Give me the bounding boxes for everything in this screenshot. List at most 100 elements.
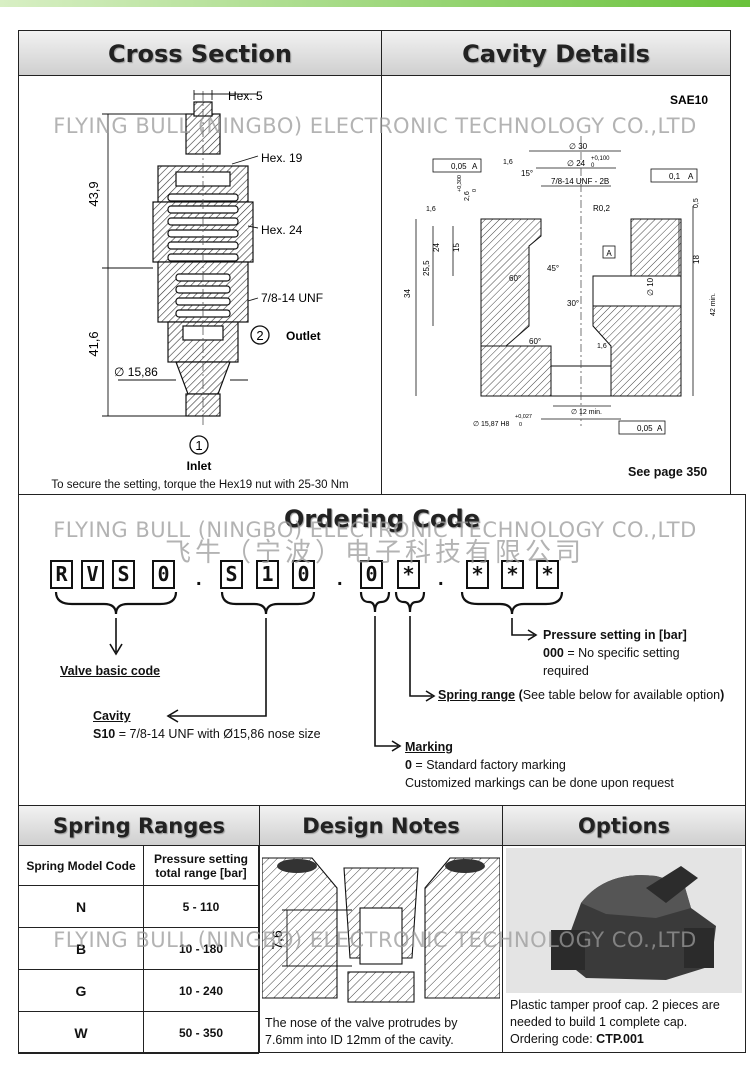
code-box-s10-1: 1 (256, 560, 279, 589)
dim-bottom-label: 41,6 (86, 331, 101, 356)
d05: 0,5 (693, 198, 700, 208)
code-box-0: 0 (152, 560, 175, 589)
cavity-desc: = 7/8-14 UNF with Ø15,86 nose size (115, 727, 321, 741)
d30: ∅ 30 (569, 142, 588, 151)
conc-tol: 0,05 (637, 424, 653, 433)
spring-range-row: Spring range (See table below for availa… (438, 688, 724, 702)
table-row: G 10 - 240 (18, 969, 259, 1012)
code-box-marking: 0 (360, 560, 383, 589)
perp-ref: A (688, 172, 694, 181)
flat-ref: A (472, 162, 478, 171)
design-dim-label: 7,6 (269, 930, 285, 950)
see-page-note: See page 350 (628, 465, 708, 479)
cavity-label: Cavity (93, 709, 131, 723)
code-box-s: S (112, 560, 135, 589)
hex5-label: Hex. 5 (228, 89, 263, 103)
ordering-code-header: Ordering Code (18, 494, 746, 542)
outlet-circle (250, 325, 270, 345)
design-notes-header: Design Notes (259, 805, 503, 846)
dim15: 15 (452, 243, 461, 252)
dim42: 42 min. (710, 293, 717, 316)
spring-code-cell: N (18, 885, 144, 928)
r02: R0,2 (593, 204, 610, 213)
outlet-label: Outlet (286, 329, 321, 343)
hex19-label: Hex. 19 (261, 151, 303, 165)
design-notes-line-1: The nose of the valve protrudes by (265, 1016, 458, 1030)
dim34: 34 (403, 289, 412, 298)
conc-ref: A (657, 424, 663, 433)
options-header: Options (502, 805, 746, 846)
spring-code-cell: B (18, 927, 144, 970)
options-text: Plastic tamper proof cap. 2 pieces are n… (510, 997, 720, 1048)
cavity-code: SAE10 (670, 93, 708, 107)
hex24-label: Hex. 24 (261, 223, 303, 237)
cavity-details-header: Cavity Details (381, 30, 731, 76)
watermark-text: FLYING BULL (NINGBO) ELECTRONIC TECHNOLO… (53, 114, 697, 138)
code-box-pressure-3: * (536, 560, 559, 589)
d12: ∅ 12 min. (571, 409, 602, 416)
spring-code-cell: G (18, 969, 144, 1012)
a60-bottom: 60° (529, 337, 541, 346)
spring-range-desc: See table below for available option (522, 688, 721, 702)
angle15: 15° (521, 169, 533, 178)
pressure-code: 000 (543, 646, 564, 660)
pressure-desc-1: = No specific setting (563, 646, 680, 660)
code-box-pressure-2: * (501, 560, 524, 589)
thread-label: 7/8-14 UNF (261, 291, 323, 305)
col-header-pressure-line2: total range [bar] (155, 865, 247, 880)
inlet-number: 1 (195, 438, 202, 453)
ref-a: A (606, 249, 612, 258)
cavity-drawing: SAE10 0,05 A 0,1 A ∅ 30 ∅ 24 +0,100 0 7/… (403, 93, 717, 435)
options-line-1: Plastic tamper proof cap. 2 pieces are (510, 998, 720, 1012)
perp-tol: 0,1 (669, 172, 681, 181)
valve-basic-code-label: Valve basic code (60, 664, 161, 678)
pressure-range-cell: 10 - 180 (143, 927, 259, 970)
rough-right: 1,6 (597, 343, 607, 350)
options-ordering-code: CTP.001 (596, 1032, 644, 1046)
spring-code-cell: W (18, 1011, 144, 1054)
cavity-code: S10 (93, 727, 116, 741)
pressure-range-cell: 10 - 240 (143, 969, 259, 1012)
rough-top: 1,6 (503, 159, 513, 166)
code-box-spring: * (397, 560, 420, 589)
d1587-tol-low: 0 (519, 422, 522, 428)
dim24: 24 (432, 243, 441, 252)
pressure-description-2: required (543, 664, 589, 678)
cross-section-header: Cross Section (18, 30, 382, 76)
code-box-s10-0: 0 (292, 560, 315, 589)
a45: 45° (547, 264, 559, 273)
torque-note: To secure the setting, torque the Hex19 … (51, 479, 349, 491)
marking-label: Marking (405, 740, 453, 754)
pressure-range-cell: 5 - 110 (143, 885, 259, 928)
dim18: 18 (692, 255, 701, 264)
watermark-text: FLYING BULL (NINGBO) ELECTRONIC TECHNOLO… (53, 518, 697, 542)
tol26: 2,6 (464, 191, 471, 201)
cavity-thread: 7/8-14 UNF - 2B (551, 177, 609, 186)
spring-paren-open: ( (515, 688, 523, 702)
outlet-number: 2 (256, 328, 263, 343)
code-box-r: R (50, 560, 73, 589)
table-row: W 50 - 350 (18, 1011, 259, 1054)
tamper-cap-image (506, 848, 742, 993)
col-header-spring-code: Spring Model Code (18, 845, 144, 886)
col-header-pressure-line1: Pressure setting (153, 851, 249, 866)
spring-ranges-header: Spring Ranges (18, 805, 260, 846)
marking-desc: = Standard factory marking (411, 758, 566, 772)
pressure-description: 000 = No specific setting (543, 646, 680, 660)
ordering-brackets (54, 591, 564, 752)
watermark-text-cn: 飞牛（宁波）电子科技有限公司 (164, 538, 585, 568)
dim-top-label: 43,9 (86, 181, 101, 206)
code-separator: . (196, 568, 202, 590)
tol26-up: +0,300 (457, 175, 463, 192)
d24-tol-up: +0,100 (591, 156, 610, 162)
cross-section-drawing: 43,9 41,6 Hex. 5 Hex. 19 Hex. 24 7/8-14 … (86, 89, 323, 473)
design-notes-line-2: 7.6mm into ID 12mm of the cavity. (265, 1033, 454, 1047)
a30: 30° (567, 299, 579, 308)
inlet-label: Inlet (187, 459, 212, 473)
design-notes-drawing: 7,6 (262, 857, 500, 1003)
options-line-2: needed to build 1 complete cap. (510, 1015, 688, 1029)
pressure-range-cell: 50 - 350 (143, 1011, 259, 1054)
marking-custom: Customized markings can be done upon req… (405, 776, 674, 790)
